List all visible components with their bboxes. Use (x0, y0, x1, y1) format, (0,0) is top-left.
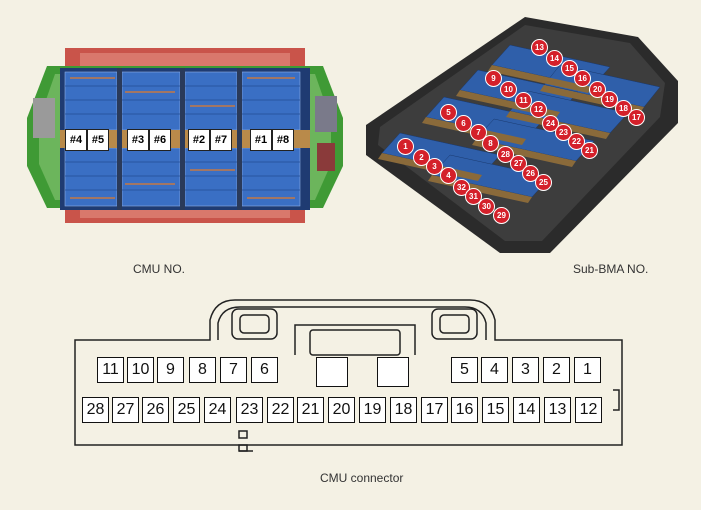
cmu-label-1: #1 (250, 129, 272, 151)
connector-pin-16: 16 (451, 397, 478, 423)
connector-cavity-right (377, 357, 409, 387)
connector-pin-1: 1 (574, 357, 601, 383)
connector-pin-10: 10 (127, 357, 154, 383)
sub-bma-tray-view (366, 17, 678, 253)
sub-bma-badge-9: 9 (485, 70, 502, 87)
connector-pin-19: 19 (359, 397, 386, 423)
connector-pin-18: 18 (390, 397, 417, 423)
connector-pin-11: 11 (97, 357, 124, 383)
sub-bma-badge-15: 15 (561, 60, 578, 77)
sub-bma-badge-12: 12 (530, 101, 547, 118)
connector-pin-3: 3 (512, 357, 539, 383)
sub-bma-badge-18: 18 (615, 100, 632, 117)
sub-bma-badge-2: 2 (413, 149, 430, 166)
connector-pin-8: 8 (189, 357, 216, 383)
sub-bma-badge-7: 7 (470, 124, 487, 141)
cmu-label-2: #2 (188, 129, 210, 151)
connector-pin-24: 24 (204, 397, 231, 423)
connector-pin-22: 22 (267, 397, 294, 423)
sub-bma-badge-3: 3 (426, 158, 443, 175)
connector-pin-5: 5 (451, 357, 478, 383)
cmu-label-4: #4 (65, 129, 87, 151)
sub-bma-badge-5: 5 (440, 104, 457, 121)
connector-pin-15: 15 (482, 397, 509, 423)
sub-bma-badge-29: 29 (493, 207, 510, 224)
sub-bma-badge-6: 6 (455, 115, 472, 132)
connector-pin-25: 25 (173, 397, 200, 423)
sub-bma-badge-28: 28 (497, 146, 514, 163)
connector-pin-23: 23 (236, 397, 263, 423)
cmu-connector-caption: CMU connector (320, 471, 404, 485)
connector-pin-7: 7 (220, 357, 247, 383)
connector-pin-12: 12 (575, 397, 602, 423)
sub-bma-badge-13: 13 (531, 39, 548, 56)
sub-bma-badge-14: 14 (546, 50, 563, 67)
sub-bma-badge-26: 26 (522, 165, 539, 182)
connector-pin-21: 21 (297, 397, 324, 423)
connector-pin-28: 28 (82, 397, 109, 423)
sub-bma-badge-19: 19 (601, 91, 618, 108)
sub-bma-badge-22: 22 (568, 133, 585, 150)
connector-pin-27: 27 (112, 397, 139, 423)
connector-pin-17: 17 (421, 397, 448, 423)
connector-pin-6: 6 (251, 357, 278, 383)
sub-bma-no-caption: Sub-BMA NO. (573, 262, 649, 276)
cmu-label-7: #7 (210, 129, 232, 151)
sub-bma-badge-25: 25 (535, 174, 552, 191)
cmu-label-6: #6 (149, 129, 171, 151)
sub-bma-badge-1: 1 (397, 138, 414, 155)
cmu-no-caption: CMU NO. (133, 262, 185, 276)
connector-pin-26: 26 (142, 397, 169, 423)
sub-bma-badge-24: 24 (542, 115, 559, 132)
sub-bma-badge-16: 16 (574, 70, 591, 87)
sub-bma-badge-10: 10 (500, 81, 517, 98)
sub-bma-badge-17: 17 (628, 109, 645, 126)
sub-bma-badge-11: 11 (515, 92, 532, 109)
sub-bma-badge-31: 31 (465, 188, 482, 205)
sub-bma-badge-30: 30 (478, 198, 495, 215)
sub-bma-badge-4: 4 (440, 167, 457, 184)
connector-pin-20: 20 (328, 397, 355, 423)
cmu-label-8: #8 (272, 129, 294, 151)
connector-cavity-left (316, 357, 348, 387)
connector-pin-2: 2 (543, 357, 570, 383)
connector-pin-9: 9 (157, 357, 184, 383)
cmu-label-3: #3 (127, 129, 149, 151)
sub-bma-badge-21: 21 (581, 142, 598, 159)
cmu-connector-outline (74, 299, 623, 452)
sub-bma-badge-23: 23 (555, 124, 572, 141)
connector-pin-4: 4 (481, 357, 508, 383)
sub-bma-badge-8: 8 (482, 135, 499, 152)
connector-pin-13: 13 (544, 397, 571, 423)
cmu-label-5: #5 (87, 129, 109, 151)
connector-pin-14: 14 (513, 397, 540, 423)
